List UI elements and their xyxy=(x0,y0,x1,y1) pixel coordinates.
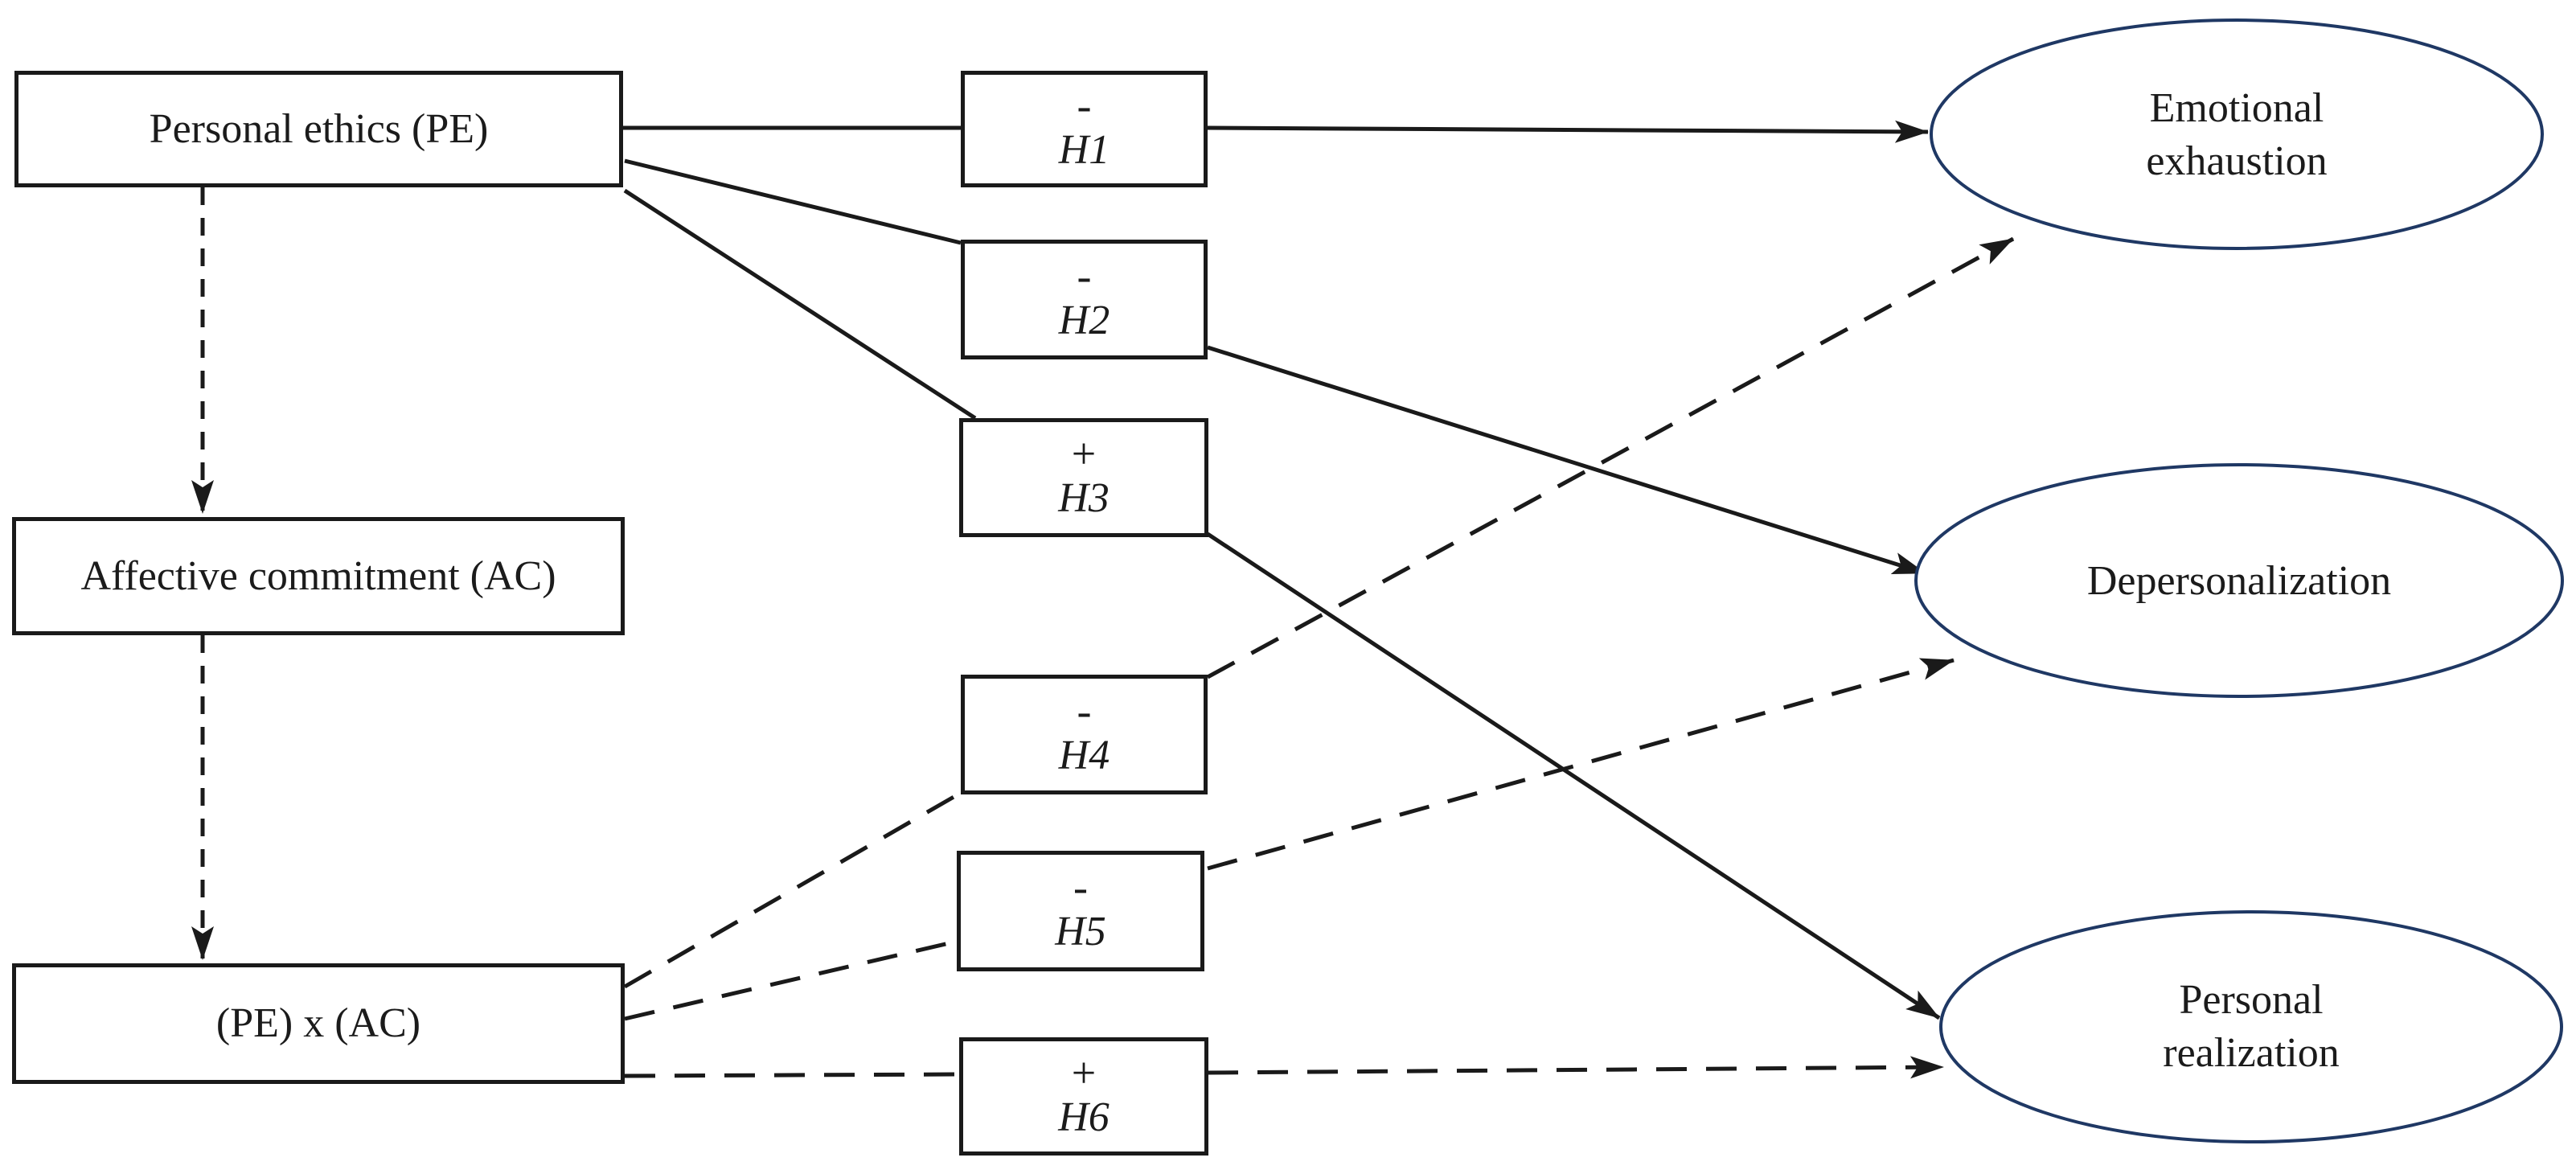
hypothesis-h6-sign: + xyxy=(1071,1048,1097,1097)
edge-h3-to-personal-realization-arrow xyxy=(1206,532,1941,1020)
edge-pe-to-h2 xyxy=(624,158,962,245)
hypothesis-box-h4: - H4 xyxy=(961,675,1208,794)
hypothesis-box-h1: - H1 xyxy=(961,71,1208,187)
edge-pexac-to-h6 xyxy=(624,1072,960,1078)
edge-h5-to-depersonalization-arrow xyxy=(1207,658,1955,871)
edge-pexac-to-h5 xyxy=(624,938,960,1021)
node-personal-ethics: Personal ethics (PE) xyxy=(14,71,623,187)
hypothesis-h1-sign: - xyxy=(1077,80,1092,129)
edge-h4-to-emotional-exhaustion-arrow xyxy=(1206,236,2015,679)
hypothesis-h6-label: H6 xyxy=(1058,1094,1110,1140)
hypothesis-h2-label: H2 xyxy=(1058,297,1110,343)
outcome-ellipse-personal-realization xyxy=(1939,910,2563,1143)
edge-h6-to-personal-realization-arrow xyxy=(1207,1056,1944,1079)
hypothesis-h4-label: H4 xyxy=(1058,732,1110,778)
edge-pexac-to-h4 xyxy=(623,790,962,989)
node-pe-x-ac-interaction: (PE) x (AC) xyxy=(12,963,625,1084)
node-personal-ethics-label: Personal ethics (PE) xyxy=(149,105,489,152)
node-pe-x-ac-label: (PE) x (AC) xyxy=(215,1000,421,1046)
node-affective-commitment: Affective commitment (AC) xyxy=(12,517,625,635)
hypothesis-box-h3: + H3 xyxy=(959,418,1208,537)
hypothesis-h5-sign: - xyxy=(1073,863,1088,911)
hypothesis-h2-sign: - xyxy=(1077,251,1092,300)
edge-h2-to-depersonalization-arrow xyxy=(1207,345,1926,576)
hypothesis-h4-sign: - xyxy=(1077,686,1092,735)
hypothesis-h1-label: H1 xyxy=(1058,126,1110,173)
node-affective-commitment-label: Affective commitment (AC) xyxy=(80,552,556,599)
edge-pe-to-h3 xyxy=(623,188,977,421)
hypothesis-h5-label: H5 xyxy=(1055,909,1106,954)
hypothesis-box-h5: - H5 xyxy=(957,851,1204,971)
edge-h1-to-emotional-exhaustion-arrow xyxy=(1207,120,1929,143)
outcome-ellipse-depersonalization xyxy=(1914,463,2564,698)
outcome-ellipse-emotional-exhaustion xyxy=(1930,18,2544,250)
hypothesis-box-h6: + H6 xyxy=(959,1037,1208,1156)
hypothesis-box-h2: - H2 xyxy=(961,240,1208,359)
hypothesis-h3-label: H3 xyxy=(1058,475,1110,521)
hypothesis-h3-sign: + xyxy=(1071,429,1097,478)
